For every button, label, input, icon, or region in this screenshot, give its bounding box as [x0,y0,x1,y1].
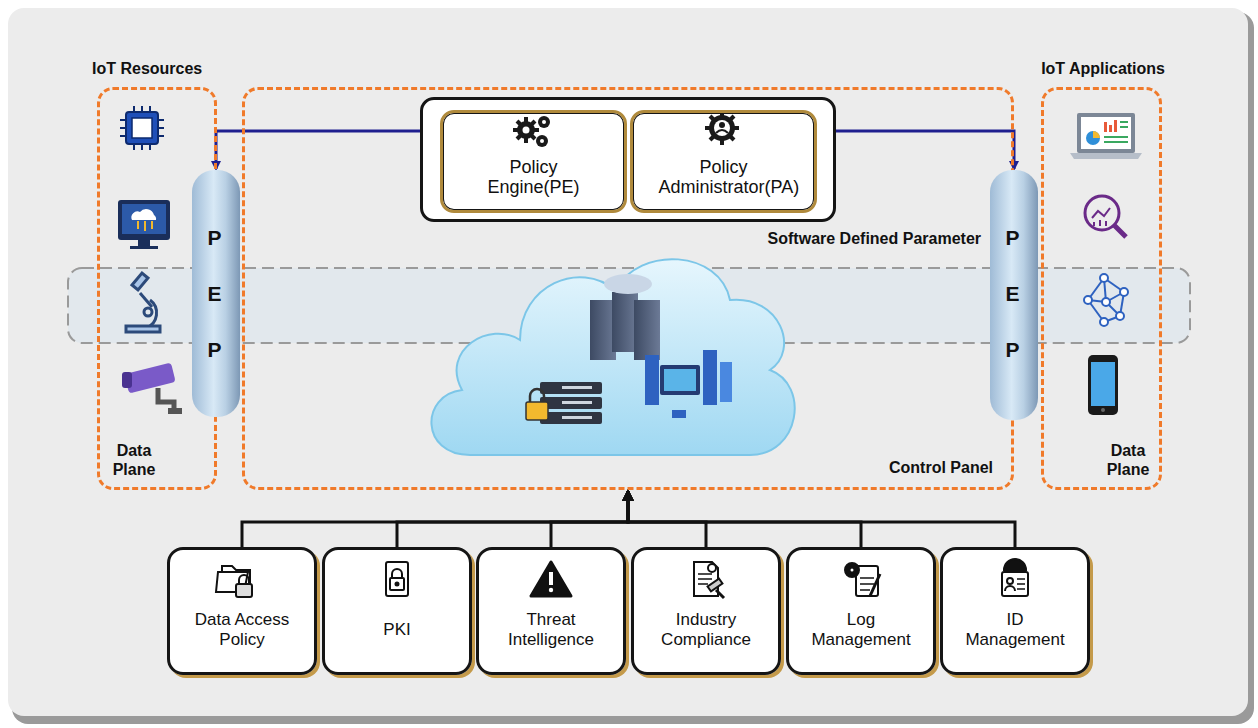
microscope-icon [126,273,160,332]
servers [526,274,732,424]
connector [628,491,1015,547]
warning-icon [531,562,571,596]
node-text: Data Access Policy [187,610,297,650]
service-fills [167,547,1090,675]
connector [242,491,628,547]
data-plane-region: IoT ResourcesData PlaneP E P [97,87,217,490]
node-text: PKI [342,620,452,640]
chip-icon [120,106,164,150]
node-text: Industry Compliance [651,610,761,650]
network-icon [1084,274,1128,326]
id-icon [1002,559,1028,596]
connector [628,491,706,547]
monitor-icon [118,200,170,249]
node-text: IoT Resources [92,60,202,78]
service-box: Log Management [786,547,936,675]
pki-icon [386,562,408,596]
folder-lock-icon [216,566,252,597]
service-box: PKI [322,547,472,675]
node-text: Threat Intelligence [501,610,601,650]
connector [551,491,628,547]
node-text: P E P [1002,210,1023,378]
connector [836,131,1014,169]
node-text: Data Plane [104,441,164,479]
node-text: ID Management [960,610,1070,650]
sdp-fill [420,97,836,222]
pep-bar: P E P [192,170,240,417]
gears-icon [513,116,550,147]
connector [397,491,628,547]
node-text: IoT Applications [1041,60,1165,78]
cloud [431,259,794,455]
node-text: Control Panel [889,459,993,477]
connector [216,131,420,169]
connector [628,491,861,547]
service-box: ID Management [940,547,1090,675]
data-plane-region: IoT ApplicationsData PlaneP E P [1041,87,1162,490]
panel [8,8,1248,716]
node-text: Log Management [806,610,916,650]
control-panel-region: Control PanelSoftware Defined ParameterP… [242,87,1014,490]
pep-bar: P E P [990,170,1038,420]
phone-icon [1088,355,1118,415]
service-box: Data Access Policy [167,547,317,675]
log-icon [845,563,880,596]
service-box: Industry Compliance [631,547,781,675]
laptop-icon [1070,113,1142,159]
camera-icon [122,362,182,414]
node-text: Policy Administrator(PA) [659,157,789,197]
node-text: Data Plane [1098,441,1158,479]
analytics-icon [1085,196,1126,237]
service-box: Threat Intelligence [476,547,626,675]
admin-gear-icon [705,111,739,145]
policy-box: Policy Administrator(PA) [630,110,817,213]
compliance-icon [694,562,724,598]
node-text: Software Defined Parameter [768,230,981,248]
node-text: Policy Engine(PE) [474,157,594,197]
policy-box: Policy Engine(PE) [440,110,627,213]
node-text: P E P [204,210,225,378]
sdp-box: Software Defined ParameterPolicy Engine(… [420,97,836,222]
